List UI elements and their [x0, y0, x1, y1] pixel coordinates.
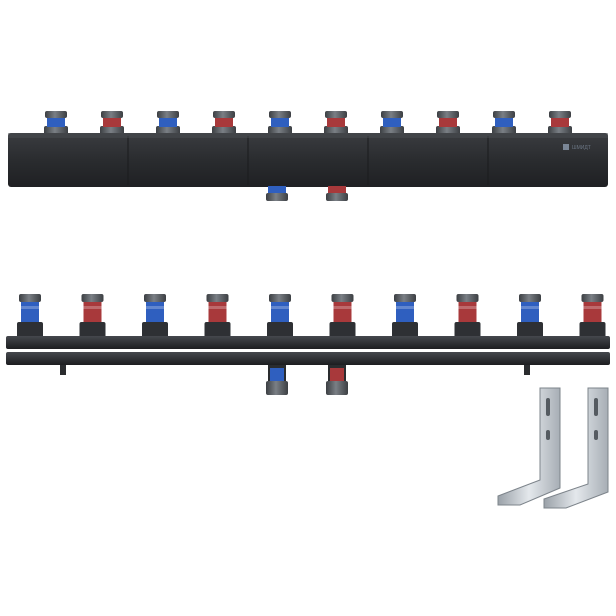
- port-fitting-blue: [44, 111, 68, 136]
- mounting-brackets: [497, 387, 609, 509]
- top-ports-row: [44, 111, 572, 136]
- port-fitting-blue: [380, 111, 404, 136]
- port-fitting-blue: [517, 294, 543, 338]
- port-fitting-blue: [17, 294, 43, 338]
- brand-logo: ШМИДТ: [563, 144, 591, 151]
- port-fitting-blue: [268, 111, 292, 136]
- return-rail: [6, 352, 610, 365]
- bottom-inlet-ports-bare: [266, 365, 348, 395]
- port-fitting-red: [324, 111, 348, 136]
- bare-manifold: [6, 294, 610, 395]
- port-fitting-red: [100, 111, 124, 136]
- port-fitting-red: [204, 294, 231, 338]
- port-fitting-blue: [267, 294, 293, 338]
- bottom-ports-row: [17, 294, 606, 338]
- bracket-back: [497, 387, 561, 506]
- insulated-manifold: ШМИДТ: [8, 111, 608, 201]
- port-fitting-red: [548, 111, 572, 136]
- bracket-front: [543, 387, 609, 509]
- port-fitting-red: [454, 294, 481, 338]
- port-fitting-red: [329, 294, 356, 338]
- port-fitting-red: [212, 111, 236, 136]
- port-fitting-blue: [142, 294, 168, 338]
- port-fitting-blue: [392, 294, 418, 338]
- svg-text:ШМИДТ: ШМИДТ: [572, 145, 591, 151]
- port-fitting-red: [79, 294, 106, 338]
- port-fitting-blue: [156, 111, 180, 136]
- port-fitting-blue: [492, 111, 516, 136]
- insulation-shell: [8, 133, 608, 187]
- port-fitting-red: [436, 111, 460, 136]
- bottom-inlet-ports: [266, 186, 348, 201]
- port-fitting-red: [579, 294, 606, 338]
- supply-rail: [6, 336, 610, 349]
